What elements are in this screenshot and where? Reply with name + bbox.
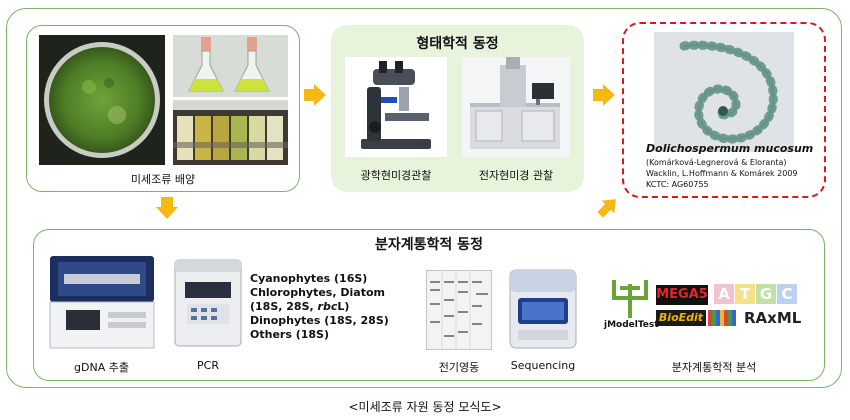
gene-chlorophytes: Chlorophytes, Diatom — [250, 286, 385, 299]
pcr-label: PCR — [197, 359, 219, 372]
arrow-down-icon — [156, 197, 178, 219]
flask-photo — [173, 35, 288, 97]
species-name: Dolichospermum mucosum — [646, 142, 814, 155]
molecular-box: 분자계통학적 동정 gDNA 추출 PCR Cyanophyt — [33, 229, 825, 381]
morphology-panel: 형태학적 동정 광학현미경관찰 전자현미경 관찰 — [331, 25, 584, 192]
gene-markers-rbc: rbc — [317, 300, 338, 313]
atgc-t: T — [735, 284, 755, 304]
sequencing-label: Sequencing — [510, 359, 576, 372]
arrow-right-icon — [593, 84, 615, 106]
petri-dish-photo — [39, 35, 165, 165]
kctc-number: KCTC: AG60755 — [646, 180, 709, 189]
phylogenetic-analysis-label: 분자계통학적 분석 — [671, 361, 757, 374]
figure-caption: <미세조류 자원 동정 모식도> — [348, 400, 502, 414]
gdna-label: gDNA 추출 — [74, 361, 129, 374]
electrophoresis-label: 전기영동 — [438, 361, 480, 374]
culture-tubes-photo — [173, 100, 288, 165]
bioedit-logo: BioEdit — [656, 310, 706, 326]
arrow-right-icon — [304, 84, 326, 106]
electron-label: 전자현미경 관찰 — [478, 169, 554, 182]
cyanobacteria-photo — [654, 32, 794, 152]
optical-label: 광학현미경관찰 — [360, 169, 432, 182]
culture-box: 미세조류 배양 — [26, 25, 300, 192]
optical-microscope-photo — [345, 57, 447, 157]
pcr-machine-photo — [171, 254, 245, 350]
mega5-logo: MEGA5 — [656, 285, 708, 305]
molecular-title: 분자계통학적 동정 — [375, 237, 483, 253]
electrophoresis-gel-image — [426, 270, 492, 350]
arrow-up-right-icon — [597, 199, 616, 218]
jmodeltest-label: jModelTest — [604, 320, 659, 330]
result-box: Dolichospermum mucosum (Komárková-Legner… — [622, 22, 826, 198]
culture-label: 미세조류 배양 — [130, 173, 196, 186]
gene-others: Others (18S) — [250, 328, 329, 341]
jmodeltest-tree-icon — [612, 280, 648, 318]
gene-cyanophytes: Cyanophytes (16S) — [250, 272, 368, 285]
sequencer-photo — [504, 266, 582, 352]
gdna-extractor-photo — [44, 252, 159, 352]
alignment-strip-icon — [708, 310, 736, 326]
atgc-g: G — [756, 284, 776, 304]
electron-microscope-photo — [462, 57, 570, 157]
gene-markers-pre: (18S, 28S, — [250, 300, 318, 313]
atgc-c: C — [777, 284, 797, 304]
gene-dinophytes: Dinophytes (18S, 28S) — [250, 314, 389, 327]
raxml-label: RAxML — [744, 309, 802, 327]
gene-markers-post: L) — [337, 300, 350, 313]
outer-frame — [6, 8, 842, 388]
species-authority-2: Wacklin, L.Hoffmann & Komárek 2009 — [646, 169, 798, 178]
atgc-a: A — [714, 284, 734, 304]
morphology-title: 형태학적 동정 — [416, 36, 499, 52]
gene-chlorophytes-markers: (18S, 28S, rbcL) — [250, 300, 349, 314]
species-authority-1: (Komárková-Legnerová & Eloranta) — [646, 158, 787, 167]
